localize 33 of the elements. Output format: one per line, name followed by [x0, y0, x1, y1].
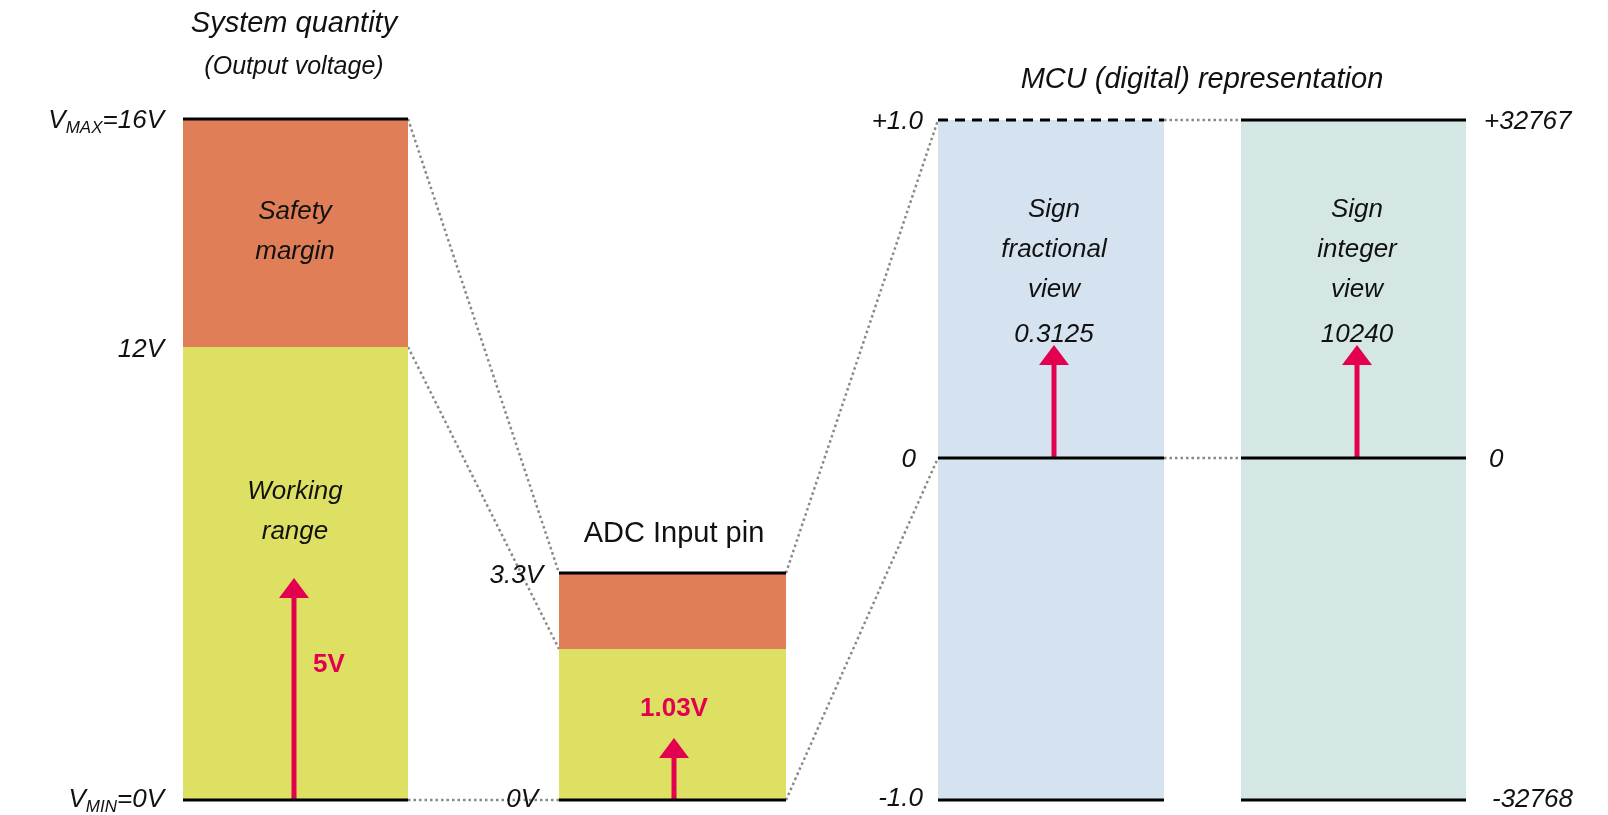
- axis-label: 0: [1489, 443, 1504, 473]
- value-label: 10240: [1319, 317, 1395, 350]
- range-band: [183, 347, 408, 800]
- axis-label: +32767: [1484, 105, 1572, 135]
- axis-label: 0V: [506, 783, 538, 813]
- axis-label: -1.0: [878, 782, 923, 812]
- axis-label: -32768: [1492, 783, 1573, 813]
- axis-label: 0: [901, 443, 916, 473]
- range-band: [559, 573, 786, 649]
- band-label: Safety margin: [254, 194, 336, 267]
- mapping-line: [408, 798, 559, 802]
- range-band: [183, 119, 408, 347]
- mapping-line: [784, 119, 940, 574]
- value-label: 5V: [312, 647, 346, 680]
- value-label: 0.3125: [1013, 317, 1095, 350]
- mapping-line: [1164, 118, 1241, 122]
- value-label: 1.03V: [639, 691, 709, 724]
- axis-label: 3.3V: [489, 559, 543, 589]
- axis-label: +1.0: [871, 105, 923, 135]
- axis-label: V$_{MAX}$=16V: [48, 104, 164, 134]
- mapping-line: [1164, 456, 1241, 460]
- heading: MCU (digital) representation: [1020, 63, 1384, 93]
- heading: ADC Input pin: [583, 517, 765, 547]
- range-band: [1241, 120, 1466, 800]
- subheading: (Output voltage): [204, 50, 384, 80]
- axis-label: V$_{MIN}$=0V: [68, 783, 164, 813]
- axis-label: 12V: [117, 333, 164, 363]
- range-band: [938, 120, 1164, 800]
- band-label: Sign fractional view: [1000, 192, 1109, 305]
- band-label: Working range: [246, 474, 344, 547]
- heading: System quantity: [190, 7, 398, 37]
- band-label: Sign integer view: [1316, 192, 1399, 305]
- range-band: [559, 649, 786, 800]
